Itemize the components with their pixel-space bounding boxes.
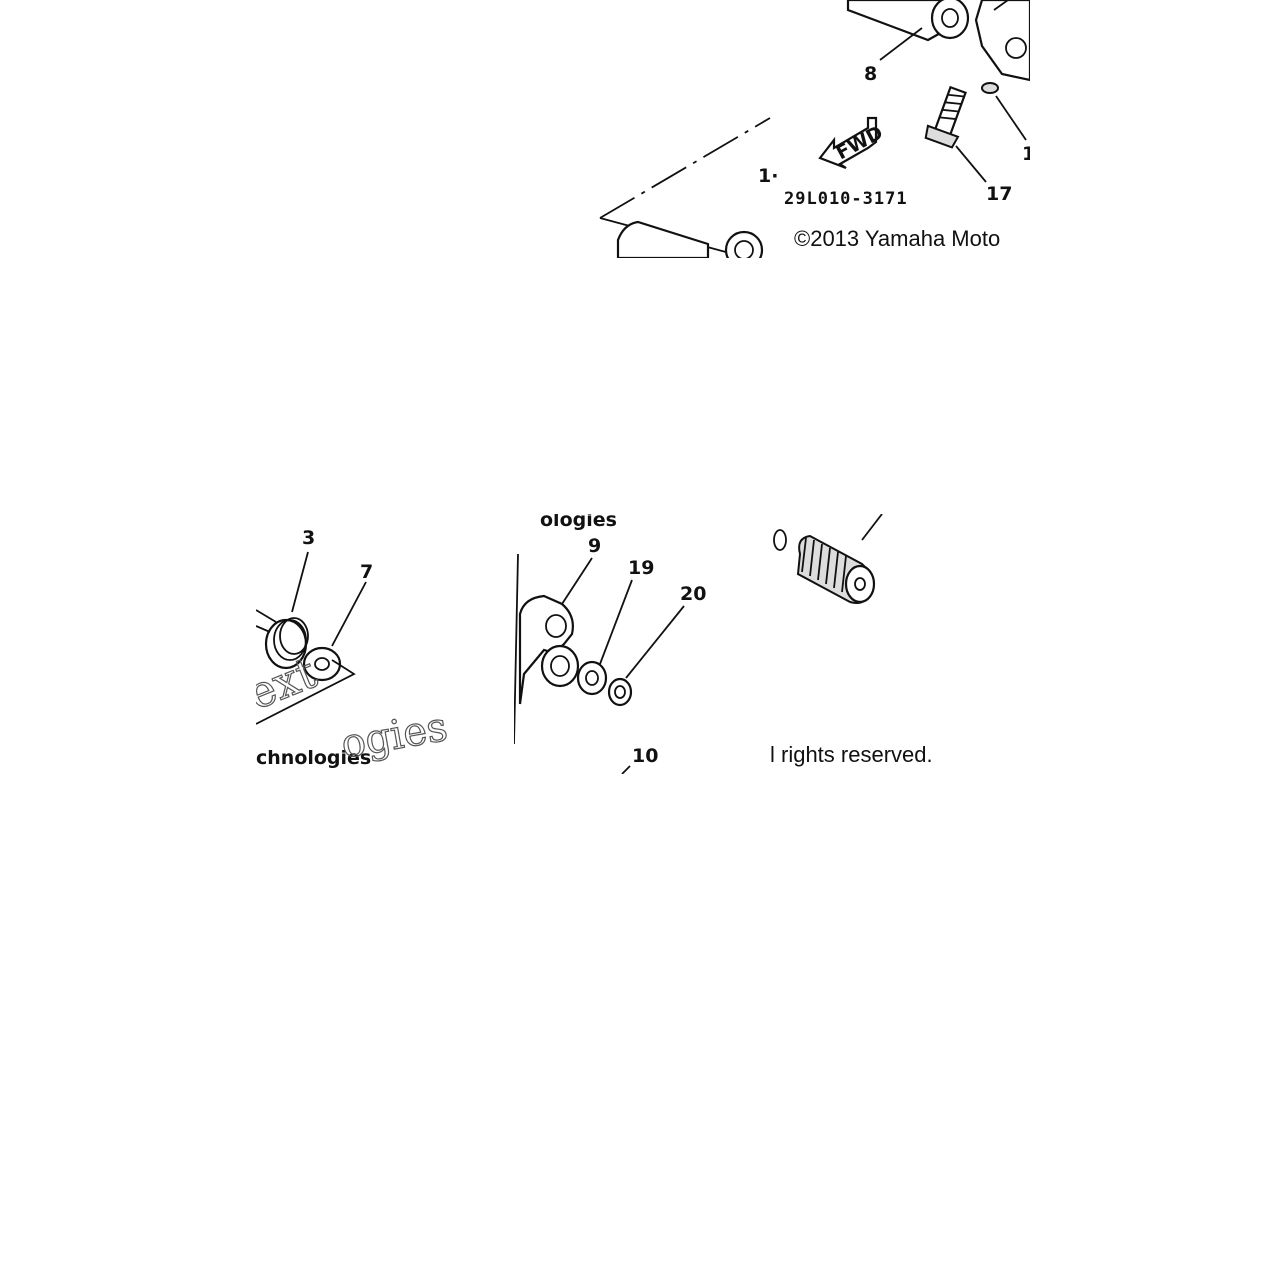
callout-15: 1 <box>1022 143 1030 165</box>
leader-19 <box>599 579 633 665</box>
tile-left-drawing: 3 7 ext chnologies ogies <box>256 527 451 769</box>
part-8-shaft <box>846 0 970 42</box>
callout-9: 9 <box>588 535 601 557</box>
leader-7 <box>331 581 367 647</box>
tile-center-drawing: ologies 9 19 20 <box>514 514 706 774</box>
part-19-washer <box>576 660 608 696</box>
fwd-arrow-icon: FWD <box>818 116 887 170</box>
diagram-tile-left: 3 7 ext chnologies ogies <box>256 514 466 774</box>
callout-19: 19 <box>628 557 654 579</box>
part-footrest-rubber <box>796 534 876 604</box>
leader-20 <box>625 605 685 679</box>
callout-8: 8 <box>864 63 877 85</box>
guide-line-left <box>256 659 356 725</box>
diagram-tile-center: ologies 9 19 20 <box>514 514 712 774</box>
shaft-centerline <box>599 117 771 219</box>
lower-pipe-part <box>616 220 710 258</box>
leader-9 <box>561 557 593 605</box>
part-3-spring <box>256 609 309 670</box>
part-20-circlip <box>607 677 633 707</box>
drawing-code: 29L010-3171 <box>784 189 908 209</box>
part-17-bolt <box>924 85 967 149</box>
leader-8 <box>879 27 923 61</box>
part-bracket-right <box>974 0 1030 82</box>
fwd-label: FWD <box>832 122 886 165</box>
callout-10: 10 <box>632 745 658 767</box>
watermark-chnologies: chnologies <box>256 747 371 769</box>
leader-10 <box>621 765 631 774</box>
small-washer-icon <box>981 82 999 94</box>
tile-right-drawing: l rights reserved. <box>770 514 933 767</box>
tile-top-drawing: 8 17 1 <box>599 0 1030 258</box>
leader-3 <box>291 551 309 613</box>
part-9-arm <box>518 594 580 705</box>
callout-3: 3 <box>302 527 315 549</box>
callout-20: 20 <box>680 583 706 605</box>
leader-15 <box>995 95 1027 141</box>
nut-part <box>724 230 764 258</box>
watermark-ogies: ogies <box>338 704 451 768</box>
diagram-tile-top: 8 17 1 <box>598 0 1030 258</box>
copyright-notice: ©2013 Yamaha Moto <box>794 226 1000 251</box>
o-ring-part <box>773 529 787 551</box>
leader-rubber <box>861 514 883 541</box>
rights-notice: l rights reserved. <box>770 742 933 767</box>
part-7-washer <box>302 646 342 682</box>
diagram-tile-right: l rights reserved. <box>770 514 970 774</box>
leader-17 <box>955 145 987 183</box>
callout-7: 7 <box>360 561 373 583</box>
callout-14: 1· <box>758 165 778 187</box>
frame-edge <box>514 553 519 745</box>
watermark-ologies: ologies <box>540 514 617 531</box>
callout-17: 17 <box>986 183 1012 205</box>
